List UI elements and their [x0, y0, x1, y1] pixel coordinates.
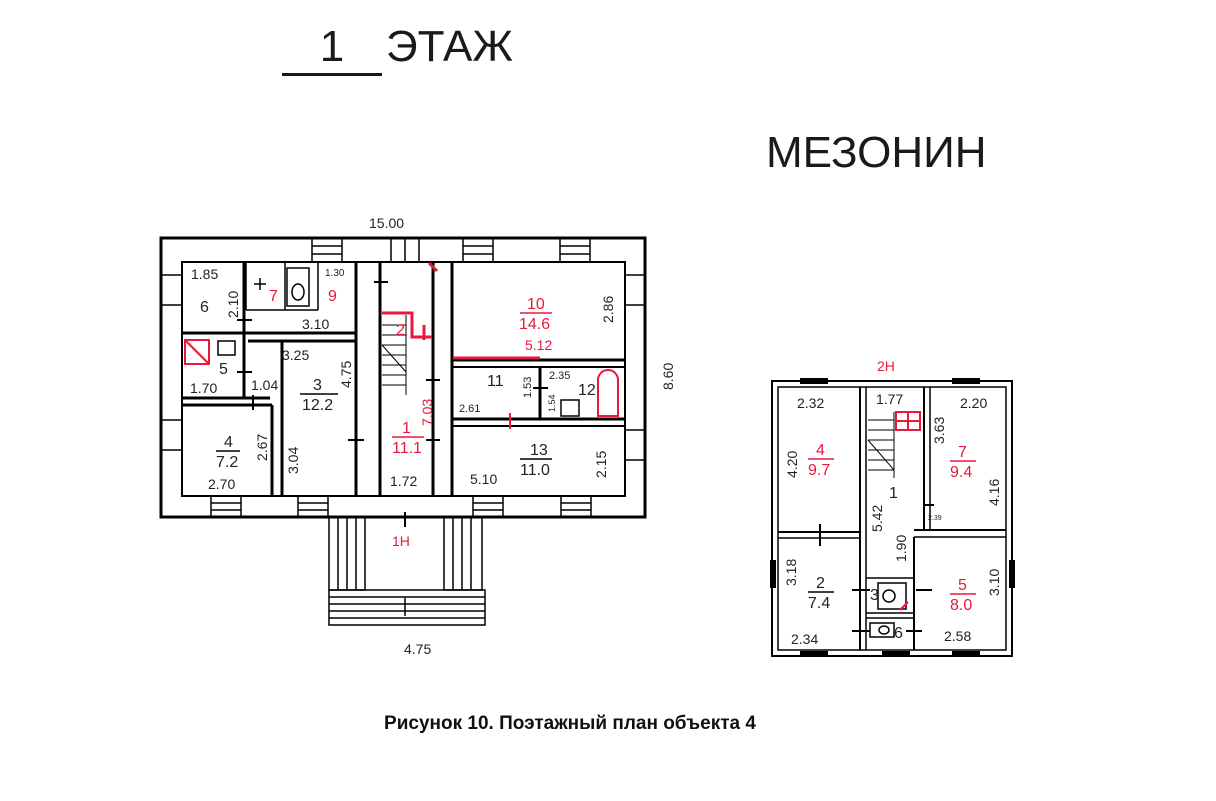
m-room2-number: 2 — [816, 575, 825, 592]
room6-number: 6 — [200, 299, 209, 316]
floor-word: ЭТАЖ — [386, 22, 514, 71]
m-r4-width: 2.32 — [797, 395, 824, 411]
m-r4-depth: 4.20 — [784, 451, 800, 478]
room13-area: 11.0 — [520, 462, 550, 479]
mezzanine-title: МЕЗОНИН — [766, 128, 987, 177]
room4-number: 4 — [224, 434, 233, 451]
room9-number: 9 — [328, 288, 337, 305]
r1-width: 1.72 — [390, 473, 417, 489]
m-r7-depth: 4.16 — [986, 479, 1002, 506]
mezzanine-labels: 2Н 2.32 4.20 4 9.7 1.77 3.63 1 5.42 1.90… — [783, 358, 1002, 647]
room11-number: 11 — [487, 373, 504, 390]
mezz-label: 2Н — [877, 358, 895, 374]
r9-width2: 3.10 — [302, 316, 329, 332]
m-room1-number: 1 — [889, 485, 898, 502]
r5-depth: 1.04 — [251, 377, 278, 393]
m-room4-area: 9.7 — [808, 462, 830, 479]
m-r2-depth: 3.18 — [783, 559, 799, 586]
room3-area: 12.2 — [302, 397, 333, 414]
r13-depth: 2.15 — [593, 451, 609, 478]
m-r1-depth: 5.42 — [869, 505, 885, 532]
r6-width: 1.85 — [191, 266, 218, 282]
r11-width: 2.61 — [459, 403, 480, 415]
r6-depth: 2.10 — [225, 291, 241, 318]
floor-number: 1 — [282, 25, 382, 76]
room10-area: 14.6 — [519, 316, 550, 333]
r9-width: 1.30 — [325, 268, 345, 279]
overall-depth-label: 8.60 — [660, 363, 676, 390]
m-room7-number: 7 — [958, 444, 967, 461]
r1-depth: 7.03 — [419, 399, 435, 426]
r13-width: 5.10 — [470, 471, 497, 487]
r10-width: 5.12 — [525, 337, 552, 353]
m-room7-area: 9.4 — [950, 464, 972, 481]
porch-label: 1Н — [392, 533, 410, 549]
r5-width: 1.70 — [190, 380, 217, 396]
m-r1-depth2: 1.90 — [893, 535, 909, 562]
room7-number: 7 — [269, 288, 278, 305]
room3-number: 3 — [313, 377, 322, 394]
m-small-dim: 2.39 — [928, 515, 942, 522]
m-r1-width: 1.77 — [876, 391, 903, 407]
r12-width: 2.35 — [549, 370, 570, 382]
m-room3-number: 3 — [870, 587, 879, 604]
room10-number: 10 — [527, 296, 545, 313]
m-room5-number: 5 — [958, 577, 967, 594]
porch-width-label: 4.75 — [404, 641, 431, 657]
overall-width-label: 15.00 — [369, 215, 404, 231]
room13-number: 13 — [530, 442, 548, 459]
r4-depth: 2.67 — [254, 434, 270, 461]
m-r2-width: 2.34 — [791, 631, 818, 647]
room2-number: 2 — [396, 322, 405, 339]
m-room2-area: 7.4 — [808, 595, 830, 612]
m-room4-number: 4 — [816, 442, 825, 459]
m-r5-depth: 3.10 — [986, 569, 1002, 596]
m-r5-width: 2.58 — [944, 628, 971, 644]
r3-depth: 4.75 — [338, 361, 354, 388]
r3-width: 3.25 — [282, 347, 309, 363]
r4-width: 2.70 — [208, 476, 235, 492]
room12-number: 12 — [578, 382, 596, 399]
r3-depth2: 3.04 — [285, 447, 301, 474]
room1-number: 1 — [402, 420, 411, 437]
m-room5-area: 8.0 — [950, 597, 972, 614]
figure-caption: Рисунок 10. Поэтажный план объекта 4 — [384, 713, 756, 734]
m-room6-number: 6 — [894, 625, 903, 642]
m-r7-width: 2.20 — [960, 395, 987, 411]
floor1-labels: 15.00 8.60 4.75 1Н 1.85 6 2.10 7 1.30 9 … — [190, 215, 676, 657]
room5-number: 5 — [219, 361, 228, 378]
room1-area: 11.1 — [392, 440, 422, 457]
room4-area: 7.2 — [216, 454, 238, 471]
r12-depth: 1.54 — [547, 394, 557, 412]
mezzanine-plan — [770, 378, 1015, 657]
r10-depth: 2.86 — [600, 296, 616, 323]
r11-depth: 1.53 — [522, 377, 534, 398]
m-r1-depth3: 3.63 — [931, 417, 947, 444]
floor1-plan — [159, 236, 647, 626]
